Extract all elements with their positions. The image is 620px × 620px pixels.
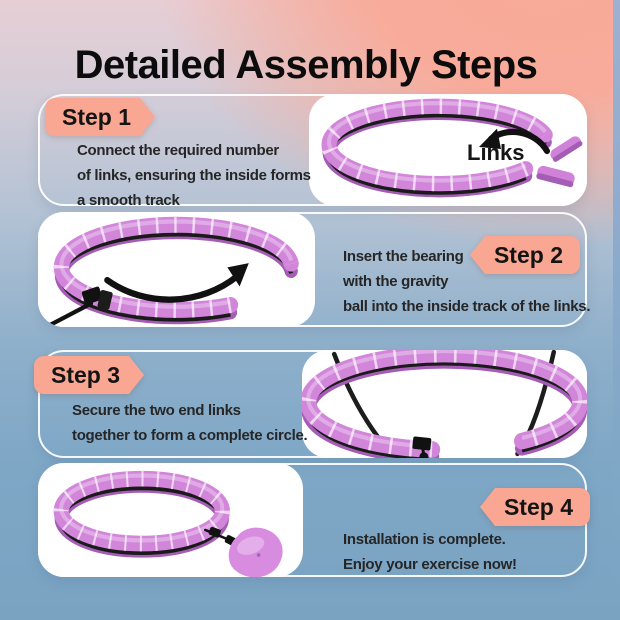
open-hoop-illustration bbox=[321, 98, 583, 198]
step-2-label: Step 2 bbox=[484, 236, 580, 274]
step-4-image-card bbox=[38, 463, 303, 577]
step-3-section: Step 3 Secure the two end links together… bbox=[34, 350, 587, 458]
step-2-line: Insert the bearing bbox=[343, 248, 464, 265]
detached-links bbox=[536, 136, 583, 188]
step-4-description: Installation is complete. Enjoy your exe… bbox=[343, 527, 517, 577]
step-1-section: Step 1 Connect the required number of li… bbox=[38, 94, 587, 209]
step-3-image-card bbox=[302, 350, 587, 458]
step-1-line: a smooth track bbox=[77, 192, 180, 209]
step-3-line: together to form a complete circle. bbox=[72, 427, 308, 444]
step-2-badge: Step 2 bbox=[470, 236, 580, 274]
step-2-line: ball into the inside track of the links. bbox=[343, 298, 591, 315]
step-2-line: with the gravity bbox=[343, 273, 449, 290]
page-title: Detailed Assembly Steps bbox=[74, 42, 538, 87]
step-4-line: Enjoy your exercise now! bbox=[343, 556, 517, 573]
step-4-line: Installation is complete. bbox=[343, 531, 506, 548]
gravity-ball-icon bbox=[228, 527, 283, 577]
curved-arrow-icon bbox=[104, 263, 249, 303]
step-3-badge: Step 3 bbox=[34, 356, 144, 394]
step-4-badge: Step 4 bbox=[480, 488, 590, 526]
step-3-label: Step 3 bbox=[34, 356, 130, 394]
edge-strip bbox=[613, 0, 620, 620]
bearing-icon bbox=[412, 436, 432, 458]
links-caption: Links bbox=[467, 140, 525, 165]
step-1-image-card: Links bbox=[309, 94, 587, 206]
step-1-line: of links, ensuring the inside forms bbox=[77, 167, 311, 184]
step-1-description: Connect the required number of links, en… bbox=[77, 138, 311, 213]
step-3-description: Secure the two end links together to for… bbox=[72, 398, 308, 448]
step-1-badge: Step 1 bbox=[45, 98, 155, 136]
step-4-section: Step 4 Installation is complete. Enjoy y… bbox=[38, 463, 590, 577]
closing-hoop-illustration bbox=[302, 350, 587, 458]
step-2-image-card bbox=[38, 212, 315, 327]
step-1-label: Step 1 bbox=[45, 98, 141, 136]
curved-arrow-icon bbox=[479, 128, 550, 155]
step-2-description: Insert the bearing with the gravity ball… bbox=[343, 244, 591, 319]
step-3-line: Secure the two end links bbox=[72, 402, 241, 419]
complete-hoop-illustration bbox=[53, 470, 283, 577]
step-2-section: Step 2 Insert the bearing with the gravi… bbox=[38, 212, 591, 327]
step-1-line: Connect the required number bbox=[77, 142, 279, 159]
bearing-icon bbox=[42, 286, 113, 327]
hoop-with-bearing-illustration bbox=[42, 216, 299, 327]
step-4-label: Step 4 bbox=[494, 488, 590, 526]
